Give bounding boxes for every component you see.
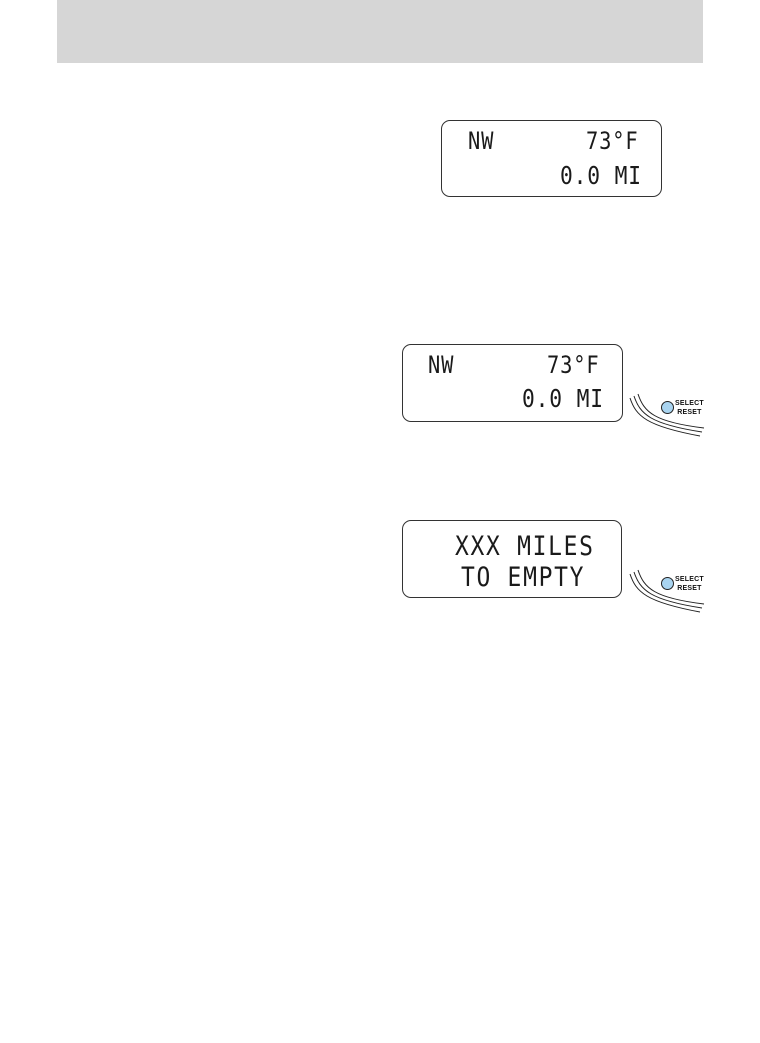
select-label: SELECT [675, 576, 704, 583]
select-reset-label: SELECT RESET [675, 575, 704, 593]
message-center-display-2: NW 73°F 0.0 MI [402, 344, 623, 422]
dashboard-edge-lines [629, 569, 705, 613]
miles-to-empty-line-1: XXX MILES [455, 531, 595, 562]
reset-label: RESET [677, 585, 702, 592]
select-label: SELECT [675, 400, 704, 407]
trip-odometer: 0.0 MI [522, 384, 604, 413]
message-center-display-3: XXX MILES TO EMPTY [402, 520, 622, 598]
select-reset-label: SELECT RESET [675, 399, 704, 417]
trip-odometer: 0.0 MI [560, 161, 642, 190]
select-reset-control-3: SELECT RESET [628, 568, 708, 623]
reset-label: RESET [677, 409, 702, 416]
compass-direction: NW [428, 351, 455, 379]
outside-temperature: 73°F [586, 127, 639, 155]
miles-to-empty-line-2: TO EMPTY [461, 562, 586, 593]
message-center-display-1: NW 73°F 0.0 MI [441, 120, 662, 197]
select-reset-button-icon[interactable] [661, 401, 674, 414]
select-reset-button-icon[interactable] [661, 577, 674, 590]
compass-direction: NW [468, 127, 495, 155]
outside-temperature: 73°F [547, 351, 600, 379]
page-header-band [57, 0, 703, 63]
dashboard-edge-lines [629, 393, 705, 437]
select-reset-control-2: SELECT RESET [628, 392, 708, 447]
